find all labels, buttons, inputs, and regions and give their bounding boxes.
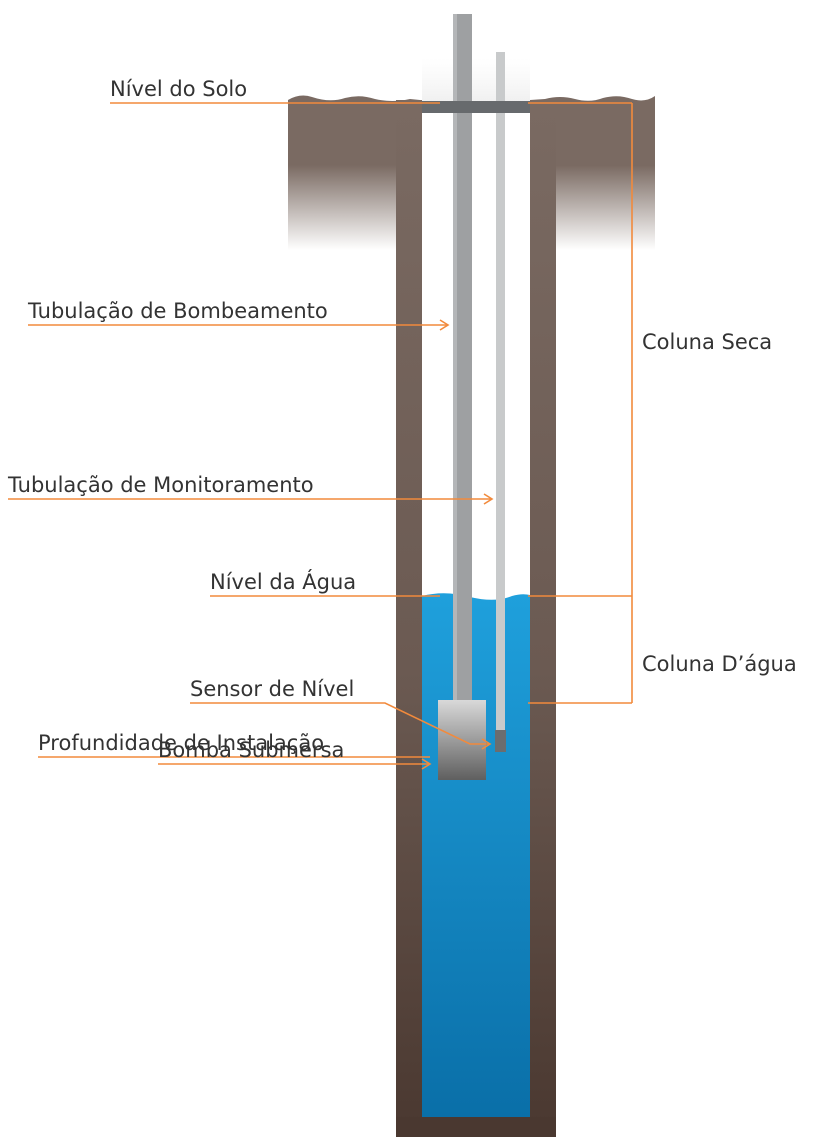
label-ground-level: Nível do Solo [110,77,247,101]
well-cap [422,101,530,113]
ground-surface-left [288,95,420,250]
water-body [422,593,530,1117]
leader-lines [8,102,633,770]
pumping-pipe [453,14,472,704]
label-dry-column: Coluna Seca [642,330,772,354]
label-monitoring-tubing: Tubulação de Monitoramento [7,473,314,497]
leader-submersible-pump-arrow [421,758,432,770]
label-water-column: Coluna D’água [642,652,797,676]
label-water-level: Nível da Água [210,569,356,594]
borehole-wall-left [396,100,422,1137]
casing-top [422,58,530,102]
pumping-pipe-highlight [453,14,457,704]
label-submersible-pump: Bomba Submersa [158,738,344,762]
leader-level-sensor [190,702,490,745]
monitoring-pipe [496,52,505,732]
leader-pumping-tubing-arrow [439,319,450,331]
ground-surface-right [530,96,655,250]
label-pumping-tubing: Tubulação de Bombeamento [27,299,328,323]
level-sensor-icon [495,730,506,752]
leader-level-sensor-arrow [481,738,492,750]
label-level-sensor: Sensor de Nível [190,677,354,701]
borehole-bottom [396,1117,556,1137]
label-install-depth: Profundidade de Instalação [38,731,324,755]
leader-monitoring-tubing-arrow [483,493,494,505]
borehole-wall-right [530,100,556,1137]
